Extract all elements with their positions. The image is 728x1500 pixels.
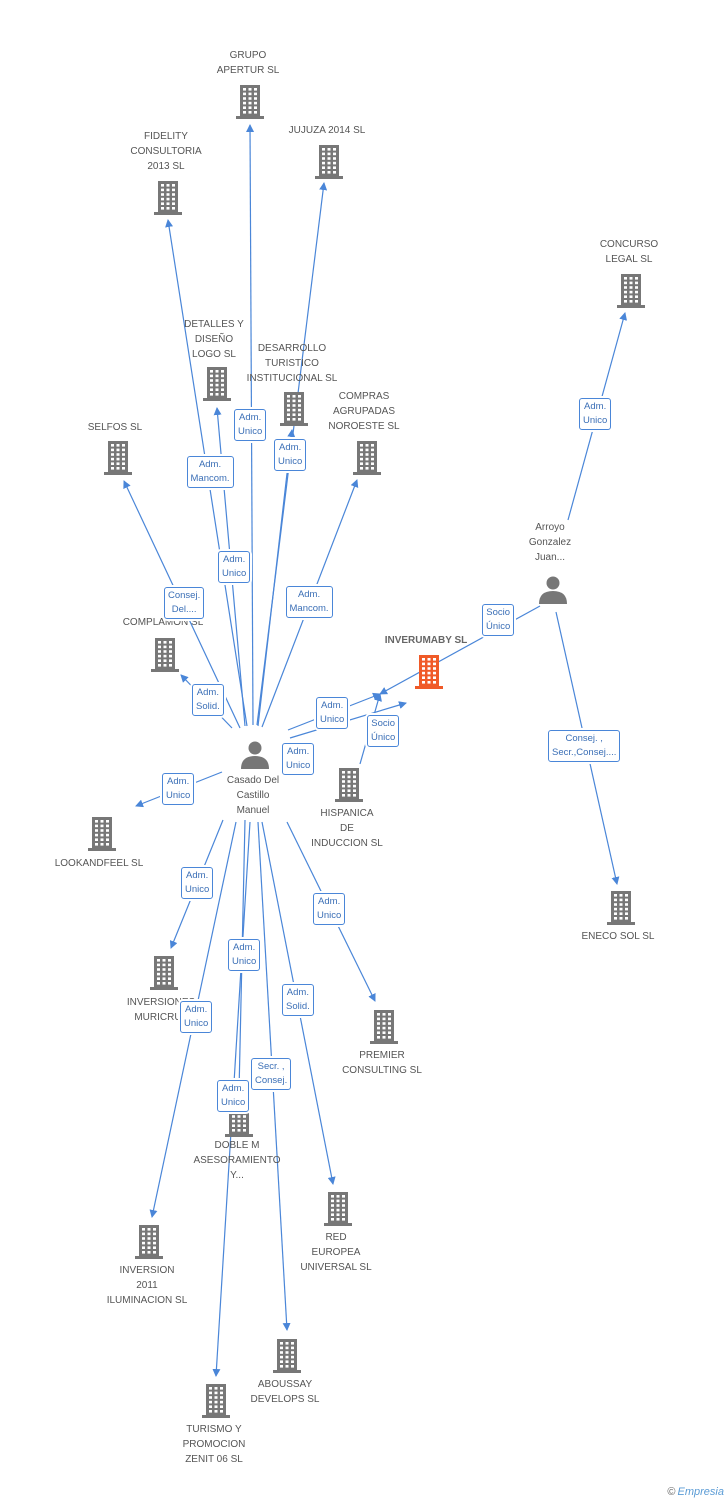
node-label-detalles[interactable]: DETALLES Y DISEÑO LOGO SL	[184, 319, 244, 360]
building-icon-red[interactable]	[324, 1192, 352, 1226]
node-label-eneco[interactable]: ENECO SOL SL	[581, 931, 655, 942]
building-icon-eneco[interactable]	[607, 891, 635, 925]
relation-label-casado-premier[interactable]: Adm. Unico	[313, 893, 346, 925]
relation-label-arroyo-concurso[interactable]: Adm. Unico	[579, 398, 612, 430]
building-icon-compras[interactable]	[353, 441, 381, 475]
relation-label-casado-detalles[interactable]: Adm. Unico	[234, 409, 267, 441]
building-icon-turismo[interactable]	[202, 1384, 230, 1418]
relation-label-extra-2[interactable]: Adm. Unico	[217, 1080, 250, 1112]
relation-label-casado-turismo[interactable]: Secr. , Consej.	[251, 1058, 292, 1090]
building-icon-detalles[interactable]	[203, 367, 231, 401]
person-icon-arroyo[interactable]	[539, 576, 567, 605]
relation-label-casado-compras[interactable]: Adm. Mancom.	[285, 586, 333, 618]
building-icon-inversion2011[interactable]	[135, 1225, 163, 1259]
node-label-concurso[interactable]: CONCURSO LEGAL SL	[599, 239, 659, 265]
building-icon-grupo[interactable]	[236, 85, 264, 119]
building-icon-concurso[interactable]	[617, 274, 645, 308]
relation-label-casado-doblem[interactable]: Adm. Unico	[228, 939, 261, 971]
node-label-desarrollo[interactable]: DESARROLLO TURISTICO INSTITUCIONAL SL	[246, 343, 338, 384]
building-icon-premier[interactable]	[370, 1010, 398, 1044]
building-icon-lookandfeel[interactable]	[88, 817, 116, 851]
relation-label-casado-hispanica[interactable]: Adm. Unico	[282, 743, 315, 775]
relation-label-extra-0[interactable]: Adm. Mancom.	[186, 456, 234, 488]
relation-label-casado-muricruz[interactable]: Adm. Unico	[181, 867, 214, 899]
relation-label-arroyo-eneco[interactable]: Consej. , Secr.,Consej....	[548, 730, 621, 762]
copyright-symbol: ©	[667, 1486, 676, 1498]
node-label-red[interactable]: RED EUROPEA UNIVERSAL SL	[300, 1232, 372, 1273]
relation-label-casado-inversion2011[interactable]: Adm. Unico	[180, 1001, 213, 1033]
building-icon-jujuza[interactable]	[315, 145, 343, 179]
building-icon-complamon[interactable]	[151, 638, 179, 672]
relation-label-arroyo-inverumaby[interactable]: Socio Único	[482, 604, 515, 636]
relation-label-casado-inverumaby[interactable]: Adm. Unico	[316, 697, 349, 729]
node-label-turismo[interactable]: TURISMO Y PROMOCION ZENIT 06 SL	[182, 1424, 246, 1465]
relation-label-casado-lookandfeel[interactable]: Adm. Unico	[162, 773, 195, 805]
building-icon-fidelity[interactable]	[154, 181, 182, 215]
node-label-inverumaby[interactable]: INVERUMABY SL	[384, 635, 468, 646]
node-label-selfos[interactable]: SELFOS SL	[87, 422, 143, 433]
person-icon-casado[interactable]	[241, 741, 269, 770]
node-label-inversion2011[interactable]: INVERSION 2011 ILUMINACION SL	[106, 1265, 188, 1306]
relation-label-hispanica-inverumaby[interactable]: Socio Único	[367, 715, 400, 747]
relation-label-extra-1[interactable]: Adm. Unico	[218, 551, 251, 583]
node-label-grupo[interactable]: GRUPO APERTUR SL	[216, 50, 280, 76]
node-label-hispanica[interactable]: HISPANICA DE INDUCCION SL	[311, 808, 383, 849]
node-label-aboussay[interactable]: ABOUSSAY DEVELOPS SL	[250, 1379, 320, 1405]
edge-casado-desarrollo	[257, 429, 296, 727]
building-icon-selfos[interactable]	[104, 441, 132, 475]
brand-logo-text: Empresia	[677, 1486, 724, 1498]
node-label-compras[interactable]: COMPRAS AGRUPADAS NOROESTE SL	[328, 391, 400, 432]
focus-building-icon-inverumaby[interactable]	[415, 655, 443, 689]
node-label-jujuza[interactable]: JUJUZA 2014 SL	[288, 125, 366, 136]
node-label-premier[interactable]: PREMIER CONSULTING SL	[342, 1050, 422, 1076]
node-label-arroyo[interactable]: Arroyo Gonzalez Juan...	[528, 522, 572, 563]
relation-label-casado-selfos[interactable]: Consej. Del....	[164, 587, 205, 619]
node-label-doblem[interactable]: DOBLE M ASESORAMIENTO Y...	[193, 1140, 281, 1181]
node-label-lookandfeel[interactable]: LOOKANDFEEL SL	[54, 858, 144, 869]
node-label-fidelity[interactable]: FIDELITY CONSULTORIA 2013 SL	[130, 131, 202, 172]
edge-arroyo-inverumaby	[379, 605, 541, 695]
building-icon-muricruz[interactable]	[150, 956, 178, 990]
node-label-casado[interactable]: Casado Del Castillo Manuel	[226, 775, 280, 816]
relation-label-casado-red[interactable]: Adm. Solid.	[282, 984, 314, 1016]
relation-label-casado-complamon[interactable]: Adm. Solid.	[192, 684, 224, 716]
building-icon-aboussay[interactable]	[273, 1339, 301, 1373]
relation-label-casado-desarrollo[interactable]: Adm. Unico	[274, 439, 307, 471]
node-label-complamon[interactable]: COMPLAMON SL	[122, 617, 204, 628]
credit: ©Empresia	[667, 1486, 724, 1498]
building-icon-hispanica[interactable]	[335, 768, 363, 802]
building-icon-desarrollo[interactable]	[280, 392, 308, 426]
node-label-muricruz[interactable]: INVERSIONES MURICRUZ	[126, 997, 196, 1023]
